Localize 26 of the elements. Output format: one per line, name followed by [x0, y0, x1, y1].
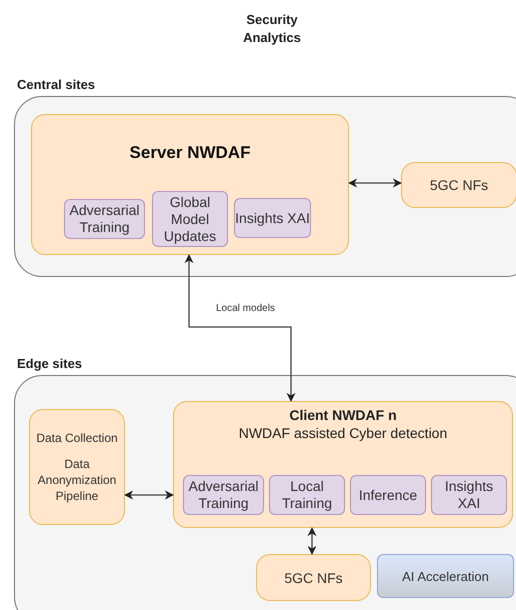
module-box: Global Model Updates [152, 191, 228, 247]
group-heading: Edge sites [17, 356, 82, 371]
process-box: 5GC NFs [401, 162, 516, 208]
edge-label: Local models [214, 303, 277, 314]
module-box: Local Training [269, 475, 345, 515]
connector-arrow [124, 490, 174, 500]
process-box [29, 409, 125, 525]
box-subtitle: NWDAF assisted Cyber detection [238, 424, 448, 443]
module-box: Adversarial Training [183, 475, 264, 515]
process-box: 5GC NFs [256, 554, 371, 601]
group-heading: Central sites [17, 77, 96, 92]
box-label: Data Collection [36, 430, 118, 446]
connector-arrow [348, 178, 402, 188]
module-box: Insights XAI [431, 475, 507, 515]
box-heading: Client NWDAF n [288, 406, 398, 425]
connector-arrow [184, 254, 296, 402]
connector-arrow [307, 527, 317, 555]
server-box [31, 114, 349, 255]
box-label: Data Anonymization Pipeline [36, 456, 118, 504]
box-heading: Server NWDAF [128, 143, 252, 163]
diagram-title: Security Analytics [242, 11, 302, 47]
accelerator-box: AI Acceleration [377, 554, 514, 598]
module-box: Adversarial Training [64, 199, 145, 239]
module-box: Inference [350, 475, 426, 515]
client-box [173, 401, 513, 528]
module-box: Insights XAI [234, 198, 311, 238]
